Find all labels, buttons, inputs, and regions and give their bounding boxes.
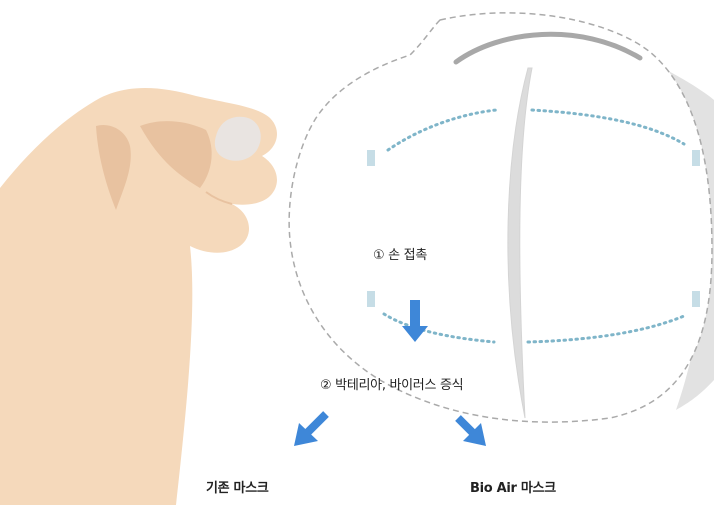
arrow-down-icon — [402, 300, 428, 342]
palm-shadow — [140, 121, 212, 188]
arrow-left-down-icon — [294, 411, 329, 446]
step1-label: ① 손 접촉 — [373, 248, 427, 263]
hand-illustration — [0, 88, 277, 505]
conventional-mask-label: 기존 마스크 — [206, 481, 269, 496]
seam-upper-right — [530, 108, 686, 146]
bio-air-mask-label: Bio Air 마스크 — [470, 481, 556, 496]
step2-label: ② 박테리아, 바이러스 증식 — [320, 378, 464, 393]
mask-ear-strap — [618, 48, 714, 410]
finger-crease — [205, 191, 233, 205]
thumb-shadow — [96, 124, 131, 210]
mask-center-fold — [507, 67, 533, 419]
seam-lower-right — [526, 314, 686, 344]
mask-body — [288, 12, 713, 423]
strap-clip-upper-left — [367, 150, 375, 166]
thumbnail-icon — [214, 116, 261, 161]
nose-wire — [453, 31, 643, 65]
arrow-right-down-icon — [455, 415, 486, 446]
strap-clip-lower-left — [367, 291, 375, 307]
seam-upper-left — [386, 108, 498, 152]
strap-clip-upper-right — [692, 150, 700, 166]
seam-lower-left — [382, 312, 496, 344]
strap-clip-lower-right — [692, 291, 700, 307]
